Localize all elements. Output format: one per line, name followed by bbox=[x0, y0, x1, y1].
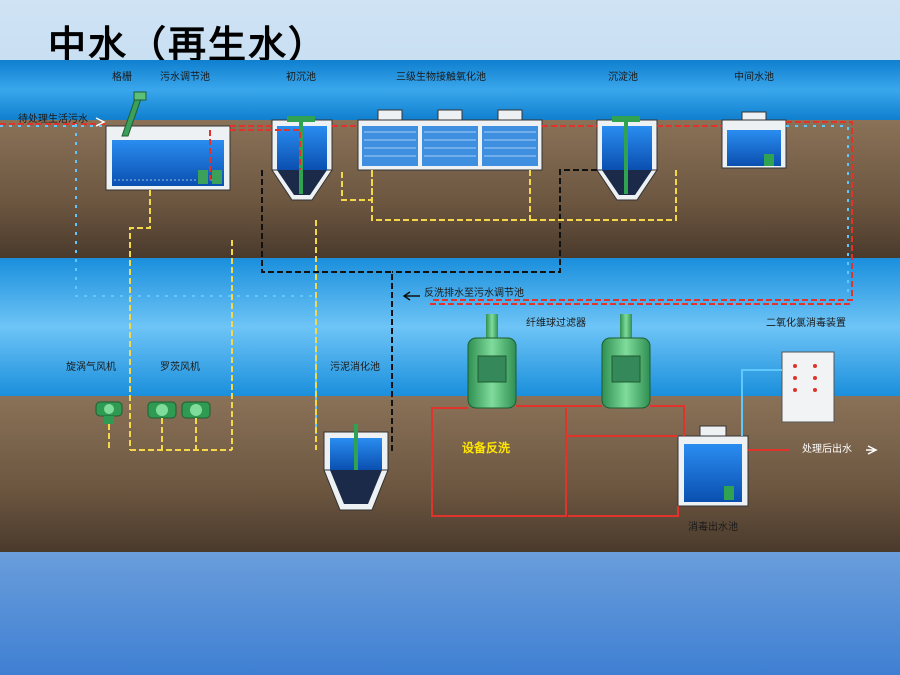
label-vortex-blower: 旋涡气风机 bbox=[66, 360, 116, 373]
label-equalization-tank: 污水调节池 bbox=[160, 70, 210, 83]
label-contact-oxidation: 三级生物接触氧化池 bbox=[396, 70, 486, 83]
label-fiber-filter: 纤维球过滤器 bbox=[526, 316, 586, 329]
pump-icon bbox=[198, 170, 222, 184]
label-backwash-return: 反洗排水至污水调节池 bbox=[424, 286, 524, 299]
label-bar-screen: 格栅 bbox=[112, 70, 132, 83]
label-disinfection-tank: 消毒出水池 bbox=[688, 520, 738, 533]
label-roots-blower: 罗茨风机 bbox=[160, 360, 200, 373]
disinfection-tank bbox=[677, 425, 749, 507]
lower-ground bbox=[0, 396, 900, 552]
secondary-clarifier bbox=[596, 116, 658, 201]
lower-sky-band bbox=[0, 258, 900, 396]
fiber-filter-2 bbox=[601, 314, 651, 409]
label-inlet: 待处理生活污水 bbox=[18, 112, 88, 125]
primary-clarifier bbox=[271, 116, 333, 201]
label-chlorine-dioxide: 二氧化氯消毒装置 bbox=[766, 316, 846, 329]
pipe-network-lower bbox=[108, 303, 852, 517]
bar-screen bbox=[121, 91, 147, 137]
roots-blower-1 bbox=[147, 401, 177, 419]
label-primary-clarifier: 初沉池 bbox=[286, 70, 316, 83]
inlet-arrow-icon bbox=[95, 117, 106, 127]
backwash-arrow-icon bbox=[402, 291, 420, 301]
intermediate-tank bbox=[721, 111, 787, 169]
contact-oxidation-tank bbox=[357, 109, 543, 171]
label-treated-outlet: 处理后出水 bbox=[802, 442, 852, 455]
slide-title: 中水（再生水） bbox=[48, 23, 329, 67]
label-secondary-clarifier: 沉淀池 bbox=[608, 70, 638, 83]
outlet-arrow-icon bbox=[866, 445, 878, 455]
label-backwash-equipment: 设备反洗 bbox=[462, 440, 510, 455]
vortex-blower bbox=[95, 401, 123, 424]
label-sludge-digester: 污泥消化池 bbox=[330, 360, 380, 373]
roots-blower-2 bbox=[181, 401, 211, 419]
sludge-digester bbox=[323, 424, 389, 511]
fiber-filter-1 bbox=[467, 314, 517, 409]
label-intermediate-tank: 中间水池 bbox=[734, 70, 774, 83]
chlorine-dioxide-unit bbox=[781, 351, 835, 423]
process-diagram: 格栅 污水调节池 初沉池 三级生物接触氧化池 沉淀池 中间水池 待处理生活污水 … bbox=[0, 60, 900, 552]
